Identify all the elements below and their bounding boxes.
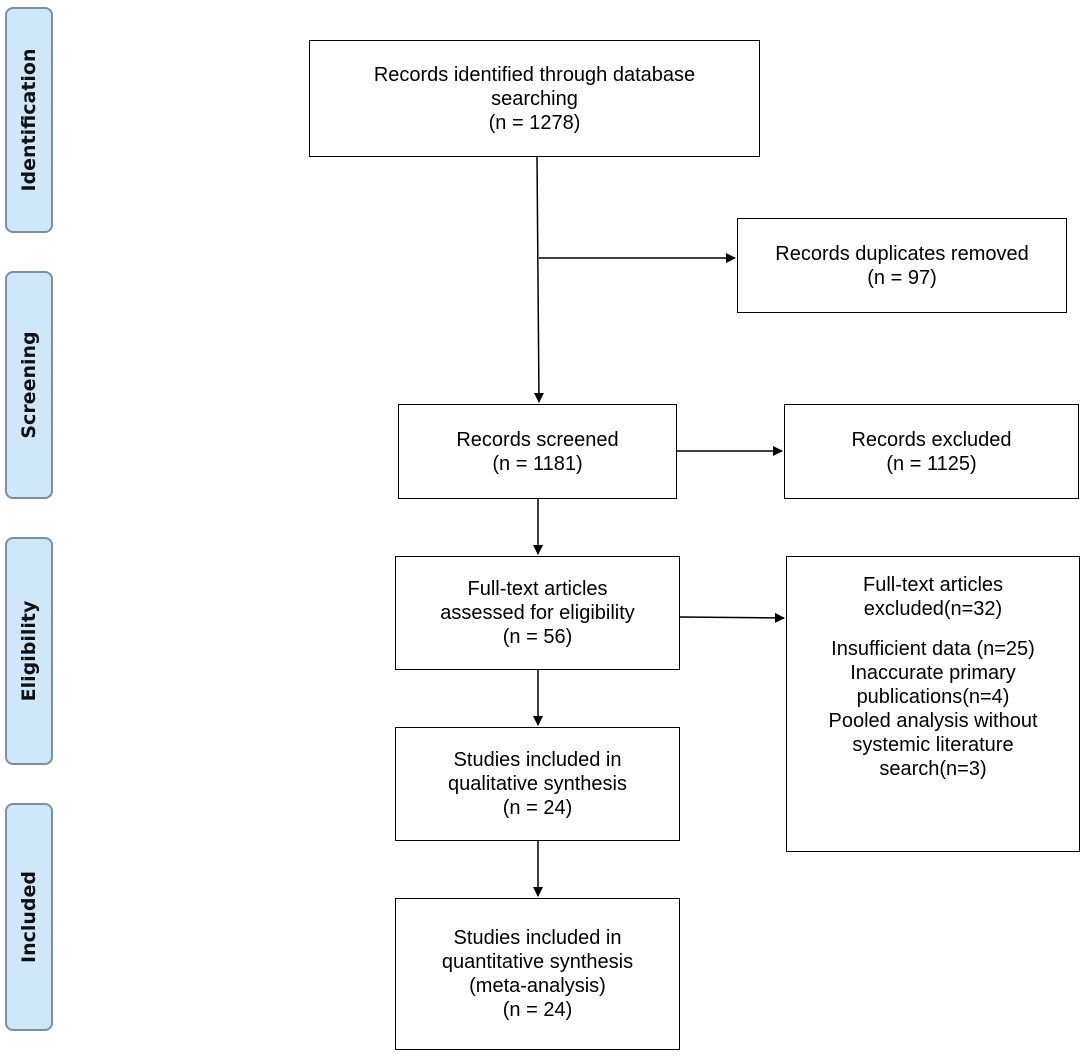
fulltext-assessed-count: (n = 56) [502, 626, 573, 648]
fulltext-excluded-heading2: excluded(n=32) [863, 598, 1003, 620]
duplicates-removed-label: Records duplicates removed [775, 242, 1029, 265]
quantitative-line2: quantitative synthesis [441, 951, 634, 973]
exclusion-reason: publications(n=4) [856, 686, 1010, 708]
records-identified-box: Records identified through database sear… [309, 40, 760, 157]
phase-screening: Screening [5, 271, 53, 499]
records-identified-line1: Records identified through database [373, 63, 696, 86]
exclusion-reason: search(n=3) [879, 758, 987, 780]
records-identified-count: (n = 1278) [488, 111, 581, 134]
records-screened-count: (n = 1181) [492, 452, 583, 475]
records-excluded-label: Records excluded [851, 428, 1012, 451]
duplicates-removed-count: (n = 97) [867, 266, 937, 289]
exclusion-reason: systemic literature [852, 734, 1014, 756]
records-identified-line2: searching [491, 87, 578, 110]
qualitative-count: (n = 24) [502, 797, 573, 819]
records-excluded-box: Records excluded (n = 1125) [784, 404, 1079, 499]
records-excluded-count: (n = 1125) [886, 452, 977, 475]
quantitative-count: (n = 24) [502, 999, 573, 1021]
quantitative-synthesis-box: Studies included in quantitative synthes… [395, 898, 680, 1050]
fulltext-assessed-line1: Full-text articles [467, 578, 608, 600]
phase-eligibility: Eligibility [5, 537, 53, 765]
exclusion-reason: Insufficient data (n=25) [831, 638, 1035, 660]
exclusion-reason: Inaccurate primary [850, 662, 1016, 684]
fulltext-excluded-box: Full-text articles excluded(n=32) Insuff… [786, 556, 1080, 852]
qualitative-line2: qualitative synthesis [448, 773, 627, 795]
fulltext-assessed-box: Full-text articles assessed for eligibil… [395, 556, 680, 670]
quantitative-line1: Studies included in [453, 927, 622, 949]
phase-included: Included [5, 803, 53, 1031]
records-screened-label: Records screened [456, 428, 619, 451]
qualitative-line1: Studies included in [453, 749, 622, 771]
quantitative-line3: (meta-analysis) [469, 975, 606, 997]
fulltext-assessed-line2: assessed for eligibility [440, 602, 635, 624]
duplicates-removed-box: Records duplicates removed (n = 97) [737, 218, 1067, 313]
records-screened-box: Records screened (n = 1181) [398, 404, 677, 499]
arrow-identified-to-screened [533, 156, 544, 403]
qualitative-synthesis-box: Studies included in qualitative synthesi… [395, 727, 680, 841]
fulltext-excluded-heading1: Full-text articles [862, 574, 1004, 596]
arrow-fulltext-to-excluded [679, 612, 785, 623]
phase-identification: Identification [5, 7, 53, 233]
exclusion-reason: Pooled analysis without [828, 710, 1038, 732]
